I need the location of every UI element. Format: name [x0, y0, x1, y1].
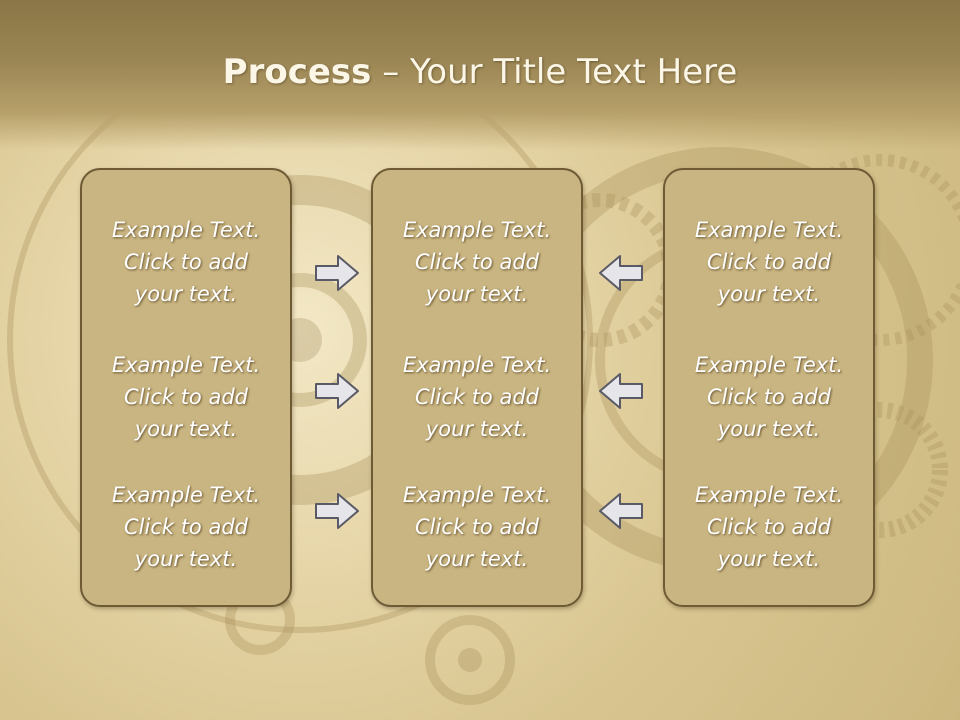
- text-line: Example Text.: [111, 353, 261, 377]
- slide-title[interactable]: Process – Your Title Text Here: [0, 52, 960, 92]
- text-block[interactable]: Example Text. Click to add your text.: [665, 349, 873, 445]
- header-band: [0, 0, 960, 150]
- text-line: Example Text.: [402, 218, 552, 242]
- text-line: your text.: [425, 547, 529, 571]
- text-line: Click to add: [414, 385, 539, 409]
- text-line: Example Text.: [111, 218, 261, 242]
- process-box-left[interactable]: Example Text. Click to add your text. Ex…: [80, 168, 292, 607]
- arrow-right-icon: [315, 493, 359, 529]
- text-line: Click to add: [123, 515, 248, 539]
- text-line: your text.: [717, 547, 821, 571]
- text-block[interactable]: Example Text. Click to add your text.: [82, 214, 290, 310]
- text-block[interactable]: Example Text. Click to add your text.: [373, 214, 581, 310]
- text-block[interactable]: Example Text. Click to add your text.: [373, 349, 581, 445]
- text-line: Click to add: [123, 385, 248, 409]
- text-line: your text.: [425, 282, 529, 306]
- arrow-left-icon: [599, 493, 643, 529]
- title-dash: –: [371, 52, 411, 92]
- title-rest: Your Title Text Here: [410, 52, 738, 92]
- process-box-right[interactable]: Example Text. Click to add your text. Ex…: [663, 168, 875, 607]
- arrow-left-icon: [599, 255, 643, 291]
- text-block[interactable]: Example Text. Click to add your text.: [373, 479, 581, 575]
- text-line: your text.: [717, 282, 821, 306]
- text-line: Example Text.: [694, 218, 844, 242]
- text-line: your text.: [717, 417, 821, 441]
- arrow-right-icon: [315, 255, 359, 291]
- text-line: Example Text.: [402, 483, 552, 507]
- text-line: Click to add: [706, 385, 831, 409]
- text-line: Click to add: [414, 250, 539, 274]
- process-box-center[interactable]: Example Text. Click to add your text. Ex…: [371, 168, 583, 607]
- text-line: your text.: [134, 547, 238, 571]
- text-line: Example Text.: [694, 353, 844, 377]
- text-line: Click to add: [123, 250, 248, 274]
- text-line: Click to add: [706, 515, 831, 539]
- text-line: Click to add: [706, 250, 831, 274]
- text-line: your text.: [134, 282, 238, 306]
- text-block[interactable]: Example Text. Click to add your text.: [665, 214, 873, 310]
- arrow-right-icon: [315, 373, 359, 409]
- text-line: Example Text.: [111, 483, 261, 507]
- arrow-left-icon: [599, 373, 643, 409]
- text-line: Example Text.: [694, 483, 844, 507]
- text-line: your text.: [134, 417, 238, 441]
- text-block[interactable]: Example Text. Click to add your text.: [665, 479, 873, 575]
- text-block[interactable]: Example Text. Click to add your text.: [82, 349, 290, 445]
- text-line: your text.: [425, 417, 529, 441]
- text-line: Example Text.: [402, 353, 552, 377]
- text-block[interactable]: Example Text. Click to add your text.: [82, 479, 290, 575]
- text-line: Click to add: [414, 515, 539, 539]
- title-bold: Process: [222, 52, 372, 92]
